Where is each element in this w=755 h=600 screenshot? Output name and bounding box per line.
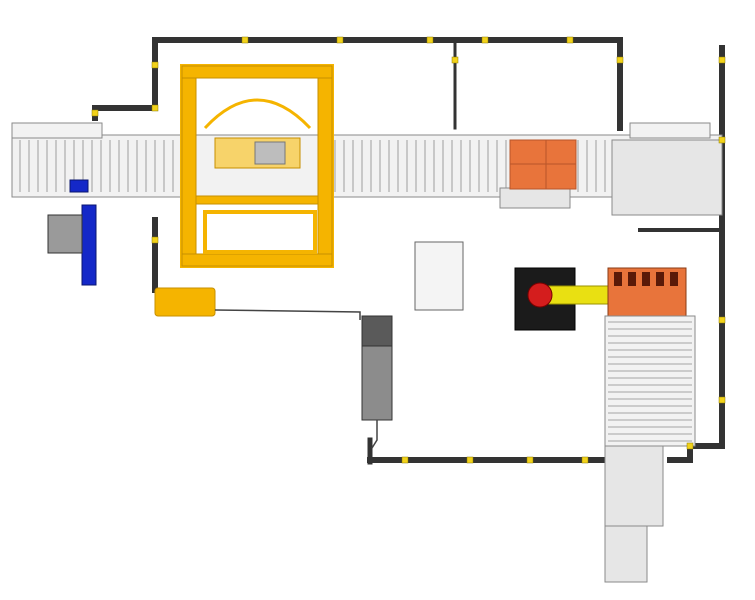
robot-joint — [527, 282, 553, 308]
fence-marker — [718, 136, 726, 144]
main-conveyor — [11, 122, 723, 216]
wrapper-ring-arc — [203, 98, 312, 130]
fence-marker — [718, 396, 726, 404]
control-cabinet — [361, 315, 393, 449]
hpu-body — [154, 287, 216, 317]
infeed-motor — [47, 214, 83, 254]
hpu-cable — [214, 309, 361, 320]
conveyor-gray-block — [499, 187, 571, 209]
pallet-slats — [608, 321, 692, 442]
fence-marker — [581, 456, 589, 464]
gripper-finger — [656, 272, 664, 286]
case-1 — [509, 139, 547, 165]
cabinet-top — [361, 315, 393, 347]
fence-top — [152, 37, 623, 131]
fence-marker — [566, 36, 574, 44]
wrapper-crossbar — [195, 195, 319, 205]
case-3 — [509, 163, 547, 190]
pallet-conveyor-frame — [604, 315, 696, 447]
case-4 — [545, 163, 577, 190]
fence-marker — [451, 56, 459, 64]
fence-marker — [718, 56, 726, 64]
fence-marker — [151, 61, 159, 69]
blue-top — [69, 179, 89, 193]
conveyor-end-right — [629, 122, 711, 139]
hydraulic-power-unit — [154, 287, 361, 320]
fence-marker — [151, 104, 159, 112]
wrapper-right-column — [317, 65, 333, 267]
fence-markers — [91, 36, 726, 464]
fence-marker — [616, 56, 624, 64]
pallet-conveyor — [604, 315, 696, 583]
wrapper-film-roll — [254, 141, 286, 165]
fence-marker — [481, 36, 489, 44]
panel-body — [414, 241, 464, 311]
fence-marker — [426, 36, 434, 44]
gripper-finger — [642, 272, 650, 286]
fence-marker — [466, 456, 474, 464]
wrapper-lower-deck — [203, 210, 317, 254]
product-cases — [509, 139, 577, 190]
gripper-fingers — [614, 272, 678, 286]
pallet-outfeed — [604, 525, 648, 583]
fence-marker — [526, 456, 534, 464]
blue-column — [81, 204, 97, 286]
fence-marker — [686, 442, 694, 450]
pallet-dispenser — [604, 445, 664, 527]
transfer-module-right — [611, 139, 723, 216]
conveyor-frame — [11, 134, 723, 198]
fence-marker — [91, 109, 99, 117]
palletizing-robot — [514, 267, 687, 331]
conveyor-end-left — [11, 122, 103, 139]
gripper-finger — [670, 272, 678, 286]
blue-drive-unit — [47, 179, 97, 286]
fence-marker — [401, 456, 409, 464]
fence-left-top — [92, 37, 158, 121]
fence-marker — [151, 236, 159, 244]
stretch-wrapper — [180, 64, 334, 268]
fence-marker — [718, 316, 726, 324]
case-2 — [545, 139, 577, 165]
cabinet-cable — [371, 420, 378, 449]
wrapper-top-beam — [181, 65, 333, 79]
fence-marker — [241, 36, 249, 44]
gripper-finger — [628, 272, 636, 286]
wrapper-left-column — [181, 65, 197, 267]
fence-marker — [336, 36, 344, 44]
operator-panel — [414, 241, 464, 311]
gripper-finger — [614, 272, 622, 286]
wrapper-bottom-beam — [181, 253, 333, 267]
